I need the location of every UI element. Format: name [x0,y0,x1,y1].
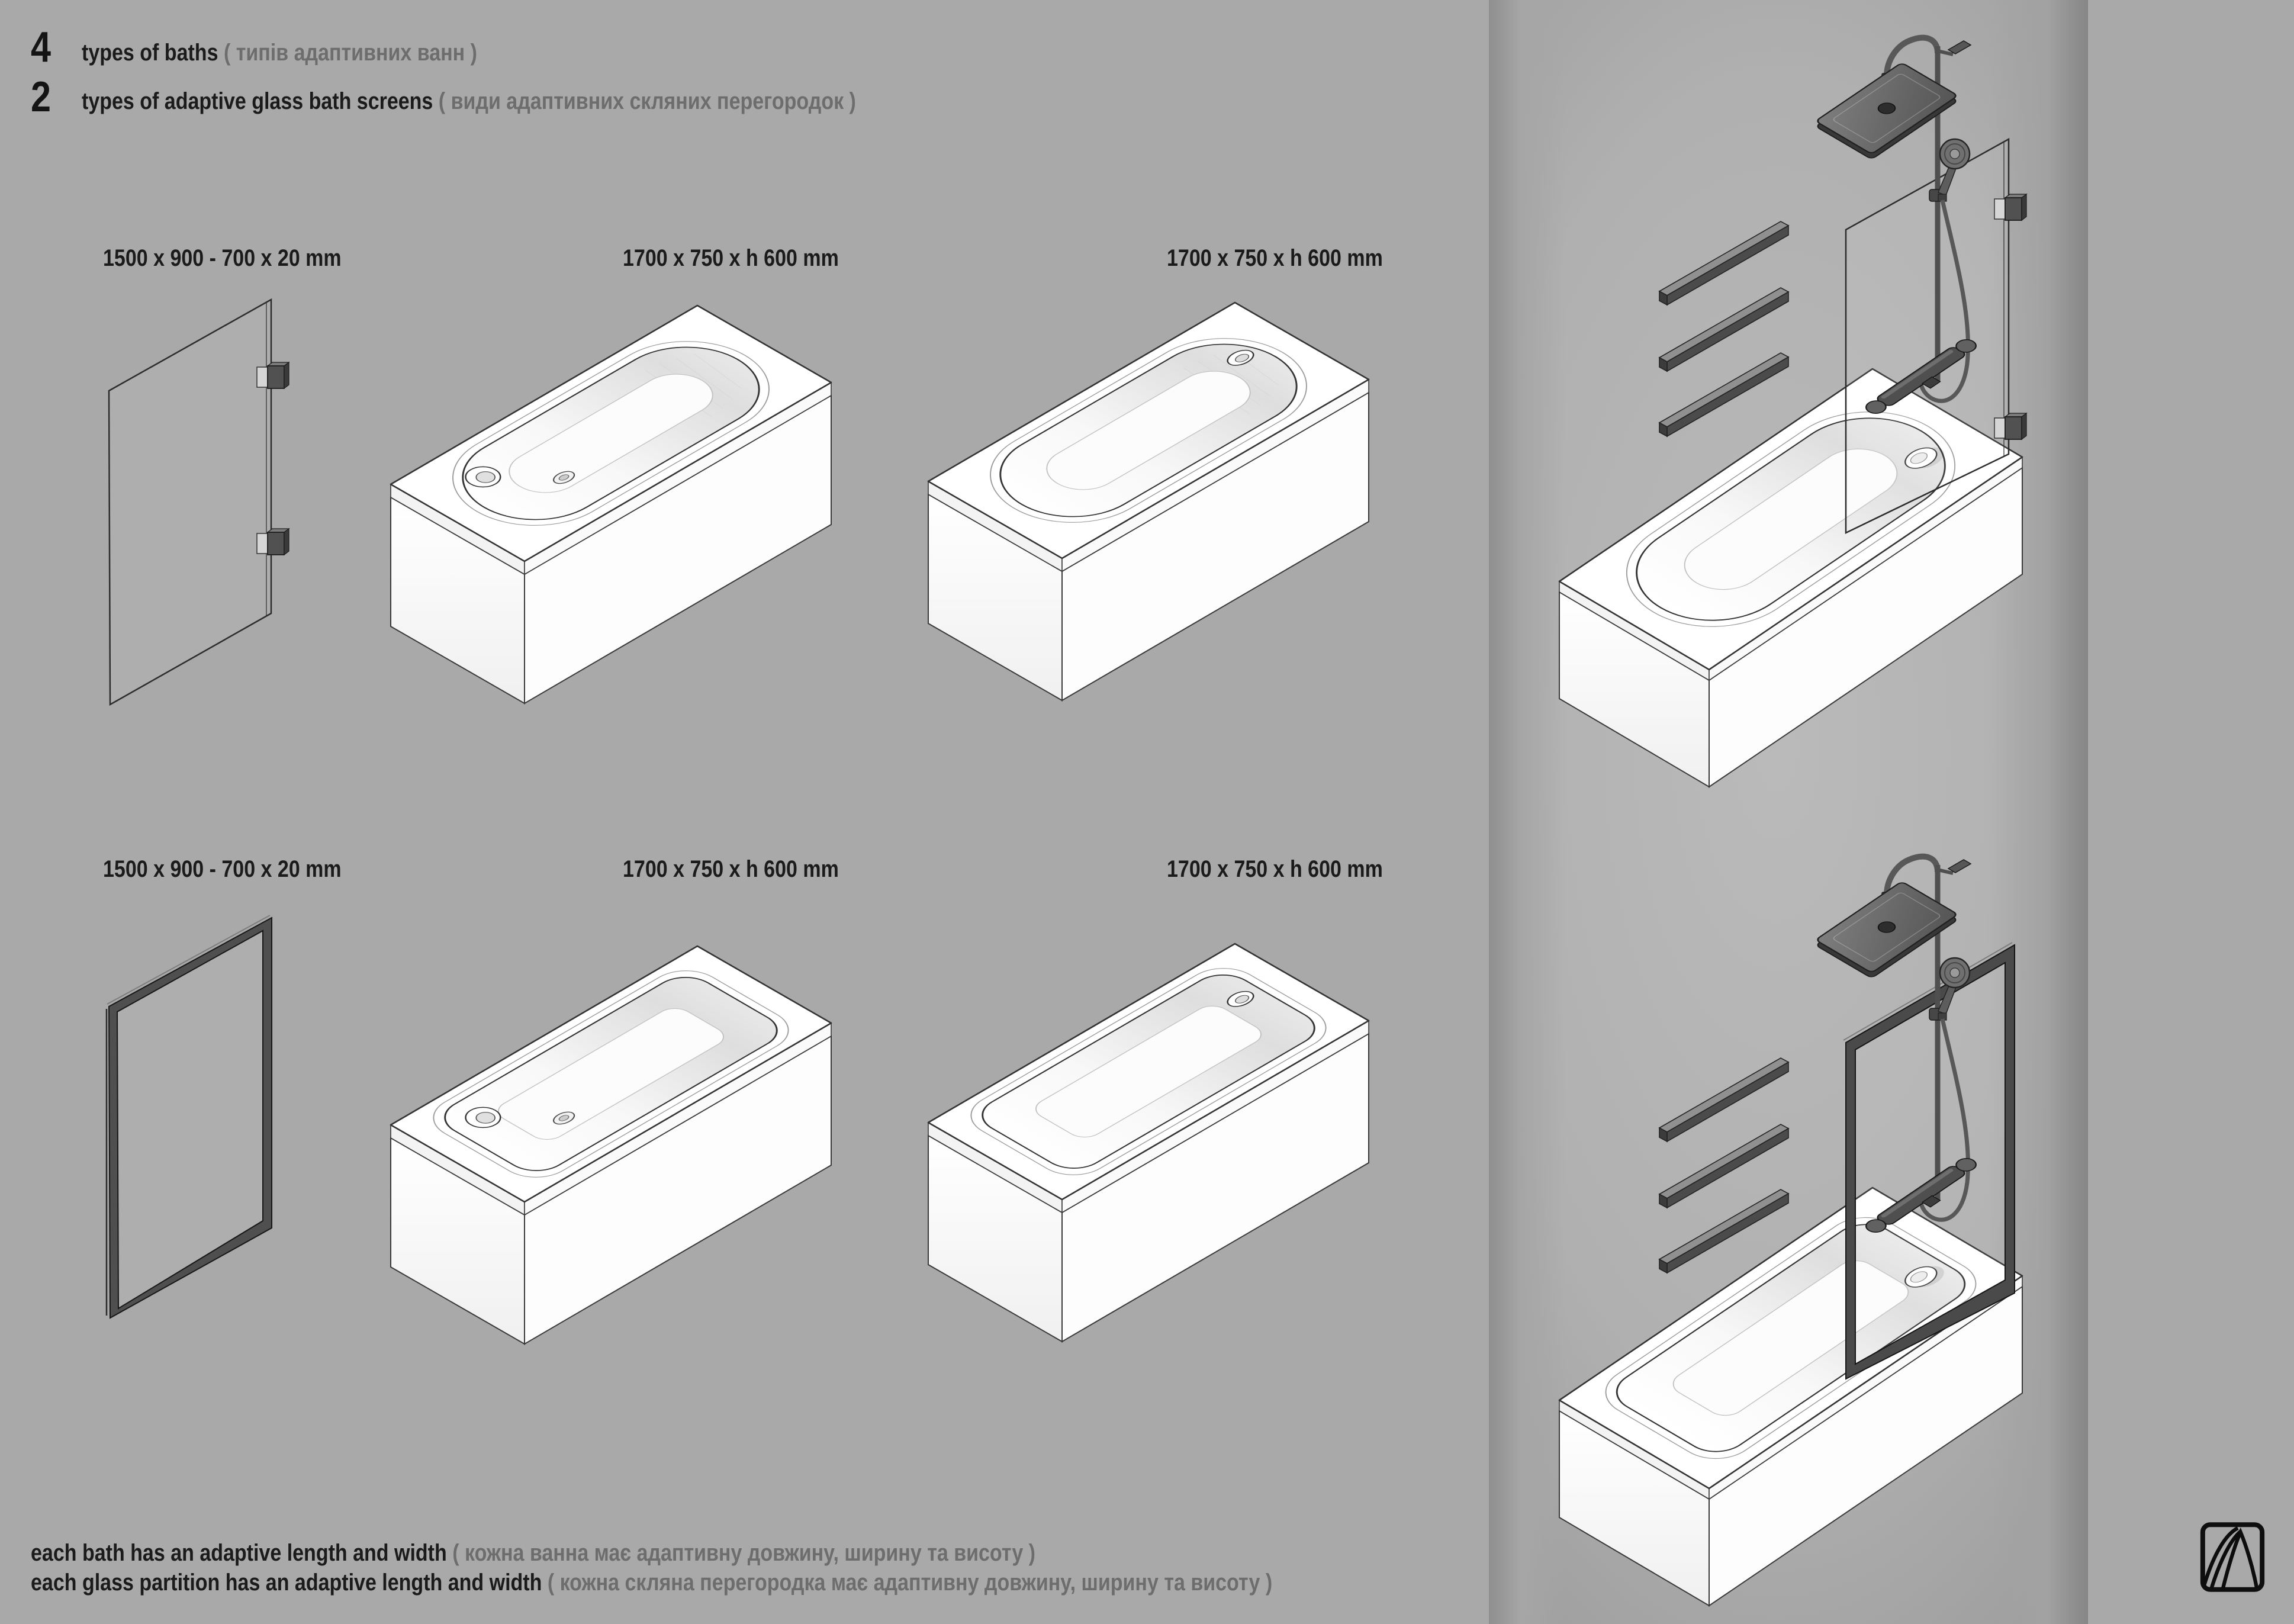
label-bath2-dimensions: 1700 x 750 x h 600 mm [1167,245,1383,271]
footer-bath-note-ua: ( кожна ванна має адаптивну довжину, шир… [452,1540,1036,1566]
header-line-baths: types of baths ( типів адаптивних ванн ) [82,40,477,65]
assembly-frameless-screen-illustration [1558,13,2090,788]
footer-bath-note: each bath has an adaptive length and wid… [31,1540,447,1566]
bath-types-title: types of baths [82,40,218,66]
bath-types-count: 4 [31,24,52,71]
screen-types-count: 2 [31,73,52,121]
footer-partition-note: each glass partition has an adaptive len… [31,1570,542,1596]
label-framed-screen-dimensions: 1500 x 900 - 700 x 20 mm [103,856,342,882]
label-frameless-screen-dimensions: 1500 x 900 - 700 x 20 mm [103,245,342,271]
label-bath4-dimensions: 1700 x 750 x h 600 mm [1167,856,1383,882]
screen-types-title: types of adaptive glass bath screens [82,88,433,114]
bath-type-4-illustration [927,943,1370,1343]
screen-types-title-ua: ( види адаптивних скляних перегородок ) [438,88,856,114]
label-bath3-dimensions: 1700 x 750 x h 600 mm [623,856,839,882]
header-line-screens: types of adaptive glass bath screens ( в… [82,89,856,114]
assembly-framed-screen-illustration [1558,832,2023,1607]
footer-line-partition: each glass partition has an adaptive len… [31,1570,1272,1595]
bath-type-3-illustration [390,945,832,1345]
bath-type-2-illustration [927,301,1370,702]
footer-partition-note-ua: ( кожна скляна перегородка має адаптивну… [547,1570,1273,1596]
grab-bars [1659,221,1789,437]
grab-bars [1659,1057,1789,1274]
framed-glass-screen-illustration [105,914,273,1319]
footer-line-bath: each bath has an adaptive length and wid… [31,1541,1035,1565]
bath-type-1-illustration [390,304,832,705]
bath-types-title-ua: ( типів адаптивних ванн ) [223,40,477,66]
label-bath1-dimensions: 1700 x 750 x h 600 mm [623,245,839,271]
brand-logo-icon [2200,1522,2265,1592]
frameless-glass-screen-illustration [89,284,302,746]
